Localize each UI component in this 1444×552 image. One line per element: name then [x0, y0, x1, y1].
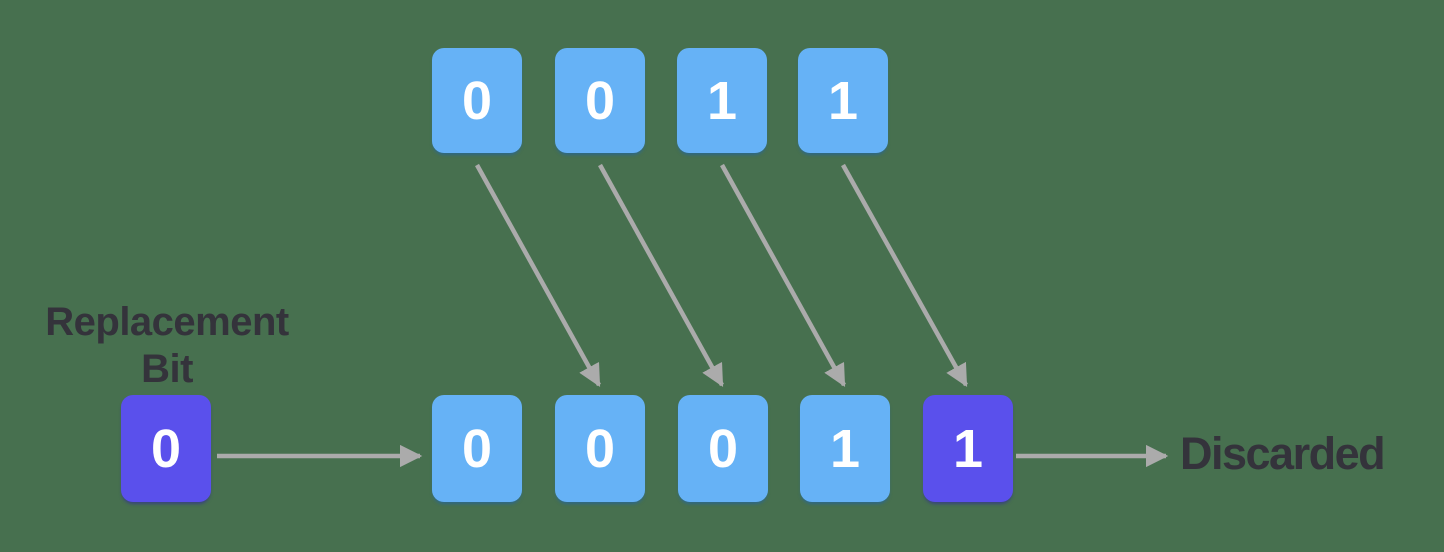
- shift-arrow-3: [720, 163, 846, 387]
- discard-shift-arrow: [841, 163, 968, 387]
- replacement-bit-box: 0: [121, 395, 211, 502]
- bottom-bit-box-5-discarded: 1: [923, 395, 1013, 502]
- shift-arrow-2: [598, 163, 724, 387]
- bottom-bit-box-3: 0: [678, 395, 768, 502]
- top-bit-box-1: 0: [432, 48, 522, 153]
- shift-arrow-1: [475, 163, 601, 387]
- replacement-bit-label: Replacement Bit: [45, 300, 289, 392]
- discarded-label: Discarded: [1180, 428, 1386, 479]
- top-bit-box-3: 1: [677, 48, 767, 153]
- bottom-bit-box-4: 1: [800, 395, 890, 502]
- top-bit-box-4: 1: [798, 48, 888, 153]
- bottom-bit-box-1: 0: [432, 395, 522, 502]
- bottom-bit-box-2: 0: [555, 395, 645, 502]
- top-bit-box-2: 0: [555, 48, 645, 153]
